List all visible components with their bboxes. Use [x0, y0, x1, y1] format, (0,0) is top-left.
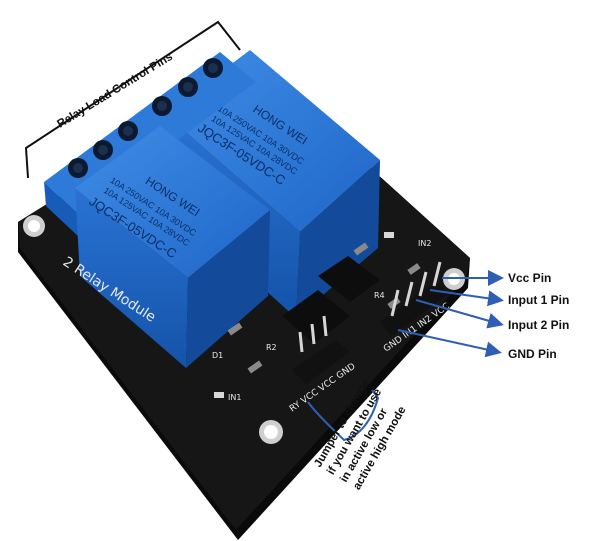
- load-pins-bracket: [24, 20, 241, 179]
- led-indicator: [214, 232, 394, 398]
- input1-pin-label: Input 1 Pin: [508, 293, 569, 307]
- silk-r4: R4: [374, 291, 385, 300]
- silk-in2: IN2: [418, 239, 431, 248]
- gnd-pin-label: GND Pin: [508, 347, 557, 361]
- silk-d1: D1: [212, 351, 223, 360]
- optocoupler: [282, 256, 380, 344]
- jumper-header: [292, 315, 350, 384]
- pin-arrows: [397, 270, 504, 358]
- input2-pin-label: Input 2 Pin: [508, 318, 569, 332]
- input-header-pins: [380, 261, 448, 336]
- silk-in1: IN1: [228, 393, 241, 402]
- vcc-pin-label: Vcc Pin: [508, 271, 551, 285]
- relay-1: HONG WEI 10A 250VAC 10A 30VDC 10A 125VAC…: [75, 126, 270, 368]
- jumper-callout-curve: [307, 389, 380, 442]
- silk-r2: R2: [266, 343, 277, 352]
